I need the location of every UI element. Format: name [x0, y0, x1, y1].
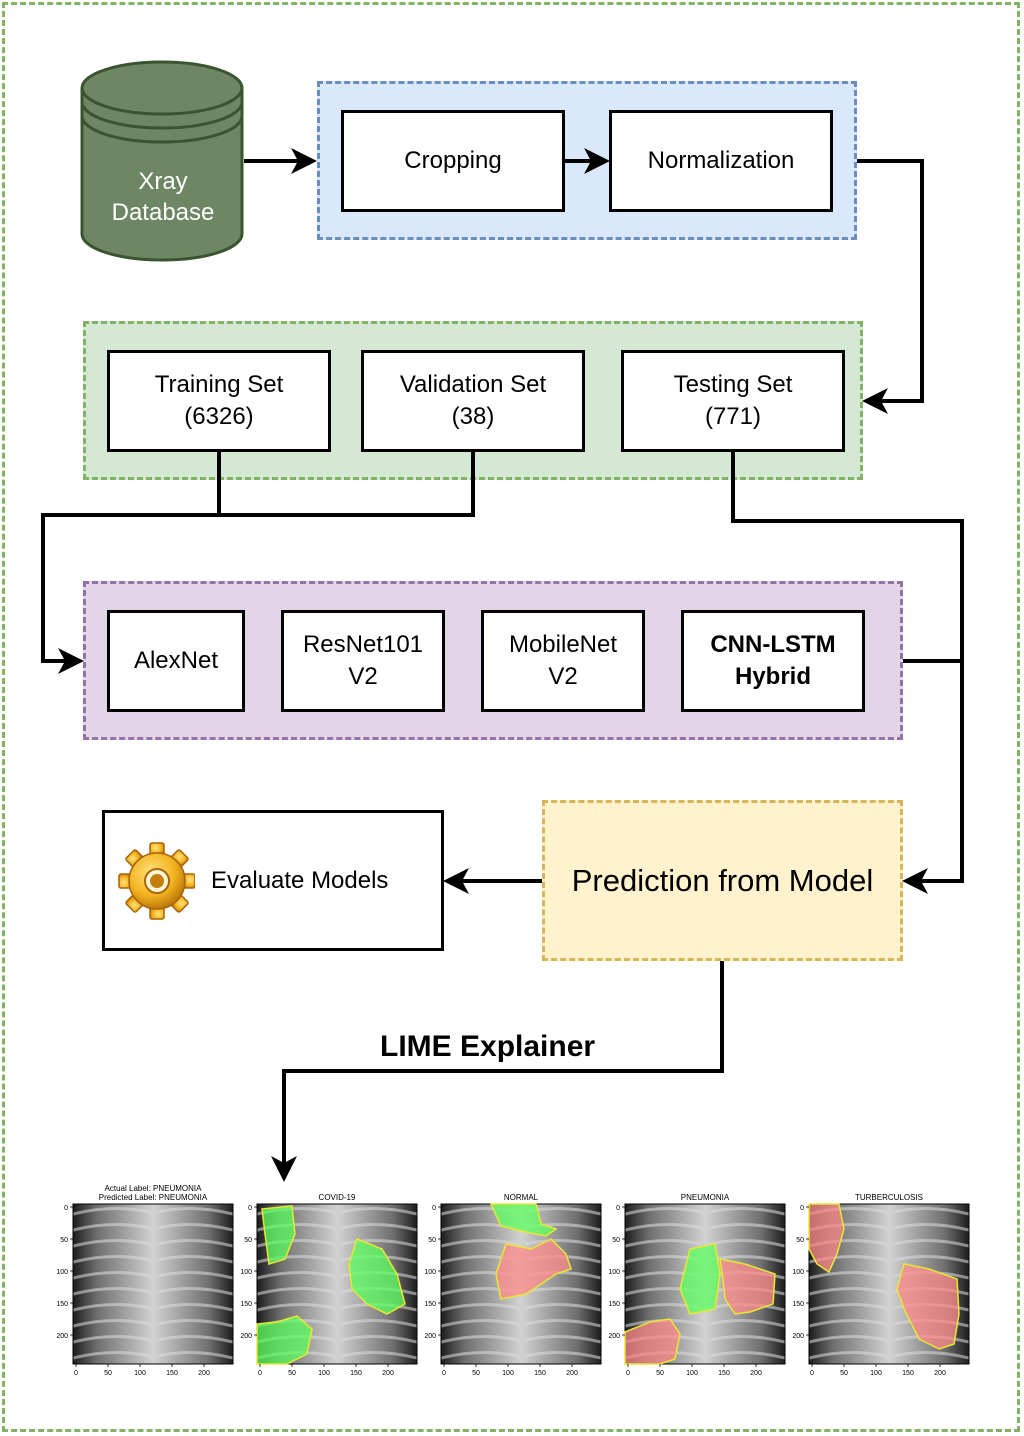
lime-region — [624, 1318, 681, 1365]
database-label: Xray Database — [111, 168, 215, 226]
x-tick-label: 200 — [750, 1370, 762, 1377]
y-tick-label: 50 — [796, 1237, 804, 1244]
testing-set-box: Testing Set (771) — [621, 350, 845, 452]
x-tick-label: 50 — [288, 1370, 296, 1377]
y-tick-label: 150 — [792, 1301, 804, 1308]
lime-panel: NORMAL 0 50 100 150 200 0 50 100 150 200 — [424, 1193, 602, 1377]
lime-region — [719, 1258, 776, 1315]
lime-region — [489, 1203, 558, 1237]
y-tick-label: 150 — [608, 1301, 620, 1308]
gear-icon — [118, 842, 195, 920]
lime-region — [679, 1243, 721, 1315]
y-tick-label: 50 — [428, 1237, 436, 1244]
model-alexnet: AlexNet — [107, 610, 245, 712]
x-tick-label: 150 — [534, 1370, 546, 1377]
x-tick-label: 150 — [350, 1370, 362, 1377]
lime-panel: COVID-19 0 50 100 150 200 0 50 100 150 200 — [240, 1193, 418, 1377]
lime-panel: PNEUMONIA 0 50 100 150 200 0 50 100 150 200 — [608, 1193, 786, 1377]
x-tick-label: 0 — [626, 1370, 630, 1377]
y-tick-label: 50 — [244, 1237, 252, 1244]
x-tick-label: 50 — [656, 1370, 664, 1377]
y-tick-label: 0 — [432, 1205, 436, 1212]
lime-panel-title: COVID-19 — [319, 1193, 356, 1202]
x-tick-label: 0 — [258, 1370, 262, 1377]
lime-region — [256, 1315, 313, 1365]
x-tick-label: 50 — [840, 1370, 848, 1377]
y-tick-label: 100 — [424, 1269, 436, 1276]
x-tick-label: 100 — [686, 1370, 698, 1377]
x-tick-label: 100 — [870, 1370, 882, 1377]
y-tick-label: 150 — [56, 1301, 68, 1308]
lime-region — [495, 1238, 572, 1300]
y-tick-label: 0 — [64, 1205, 68, 1212]
x-tick-label: 100 — [134, 1370, 146, 1377]
y-tick-label: 0 — [616, 1205, 620, 1212]
lime-panel-title: PNEUMONIA — [681, 1193, 730, 1202]
model-resnet101v2: ResNet101 V2 — [281, 610, 445, 712]
lime-region — [348, 1238, 406, 1315]
y-tick-label: 0 — [248, 1205, 252, 1212]
model-cnn-lstm-hybrid: CNN-LSTM Hybrid — [681, 610, 865, 712]
x-tick-label: 100 — [318, 1370, 330, 1377]
y-tick-label: 150 — [240, 1301, 252, 1308]
model-mobilenetv2: MobileNet V2 — [481, 610, 645, 712]
lime-region — [261, 1205, 296, 1265]
y-tick-label: 100 — [240, 1269, 252, 1276]
training-set-box: Training Set (6326) — [107, 350, 331, 452]
cropping-box: Cropping — [341, 110, 565, 212]
lime-explainer-label: LIME Explainer — [380, 1030, 596, 1063]
x-tick-label: 0 — [810, 1370, 814, 1377]
y-tick-label: 150 — [424, 1301, 436, 1308]
y-tick-label: 50 — [612, 1237, 620, 1244]
xray-image — [72, 1203, 234, 1365]
x-tick-label: 150 — [718, 1370, 730, 1377]
lime-region — [896, 1263, 960, 1350]
y-tick-label: 200 — [424, 1333, 436, 1340]
y-tick-label: 200 — [240, 1333, 252, 1340]
lime-panel-title: Predicted Label: PNEUMONIA — [99, 1193, 208, 1202]
x-tick-label: 150 — [902, 1370, 914, 1377]
normalization-box: Normalization — [609, 110, 833, 212]
evaluate-models-box: Evaluate Models — [102, 810, 444, 951]
y-tick-label: 50 — [60, 1237, 68, 1244]
x-tick-label: 150 — [166, 1370, 178, 1377]
x-tick-label: 0 — [74, 1370, 78, 1377]
y-tick-label: 0 — [800, 1205, 804, 1212]
x-tick-label: 50 — [104, 1370, 112, 1377]
y-tick-label: 100 — [608, 1269, 620, 1276]
x-tick-label: 100 — [502, 1370, 514, 1377]
x-tick-label: 200 — [566, 1370, 578, 1377]
y-tick-label: 100 — [56, 1269, 68, 1276]
lime-panel-title: TURBERCULOSIS — [855, 1193, 923, 1202]
x-tick-label: 200 — [934, 1370, 946, 1377]
y-tick-label: 200 — [608, 1333, 620, 1340]
x-tick-label: 200 — [198, 1370, 210, 1377]
y-tick-label: 200 — [56, 1333, 68, 1340]
x-tick-label: 50 — [472, 1370, 480, 1377]
evaluate-models-label: Evaluate Models — [211, 867, 389, 894]
lime-panel-title: Actual Label: PNEUMONIA — [105, 1184, 203, 1193]
y-tick-label: 100 — [792, 1269, 804, 1276]
database-icon — [80, 60, 244, 262]
lime-panel: TURBERCULOSIS 0 50 100 150 200 0 50 100 150 200 — [792, 1193, 970, 1377]
x-tick-label: 200 — [382, 1370, 394, 1377]
lime-panel-title: NORMAL — [504, 1193, 539, 1202]
x-tick-label: 0 — [442, 1370, 446, 1377]
y-tick-label: 200 — [792, 1333, 804, 1340]
validation-set-box: Validation Set (38) — [361, 350, 585, 452]
prediction-box: Prediction from Model — [542, 800, 903, 961]
lime-region — [808, 1203, 845, 1274]
